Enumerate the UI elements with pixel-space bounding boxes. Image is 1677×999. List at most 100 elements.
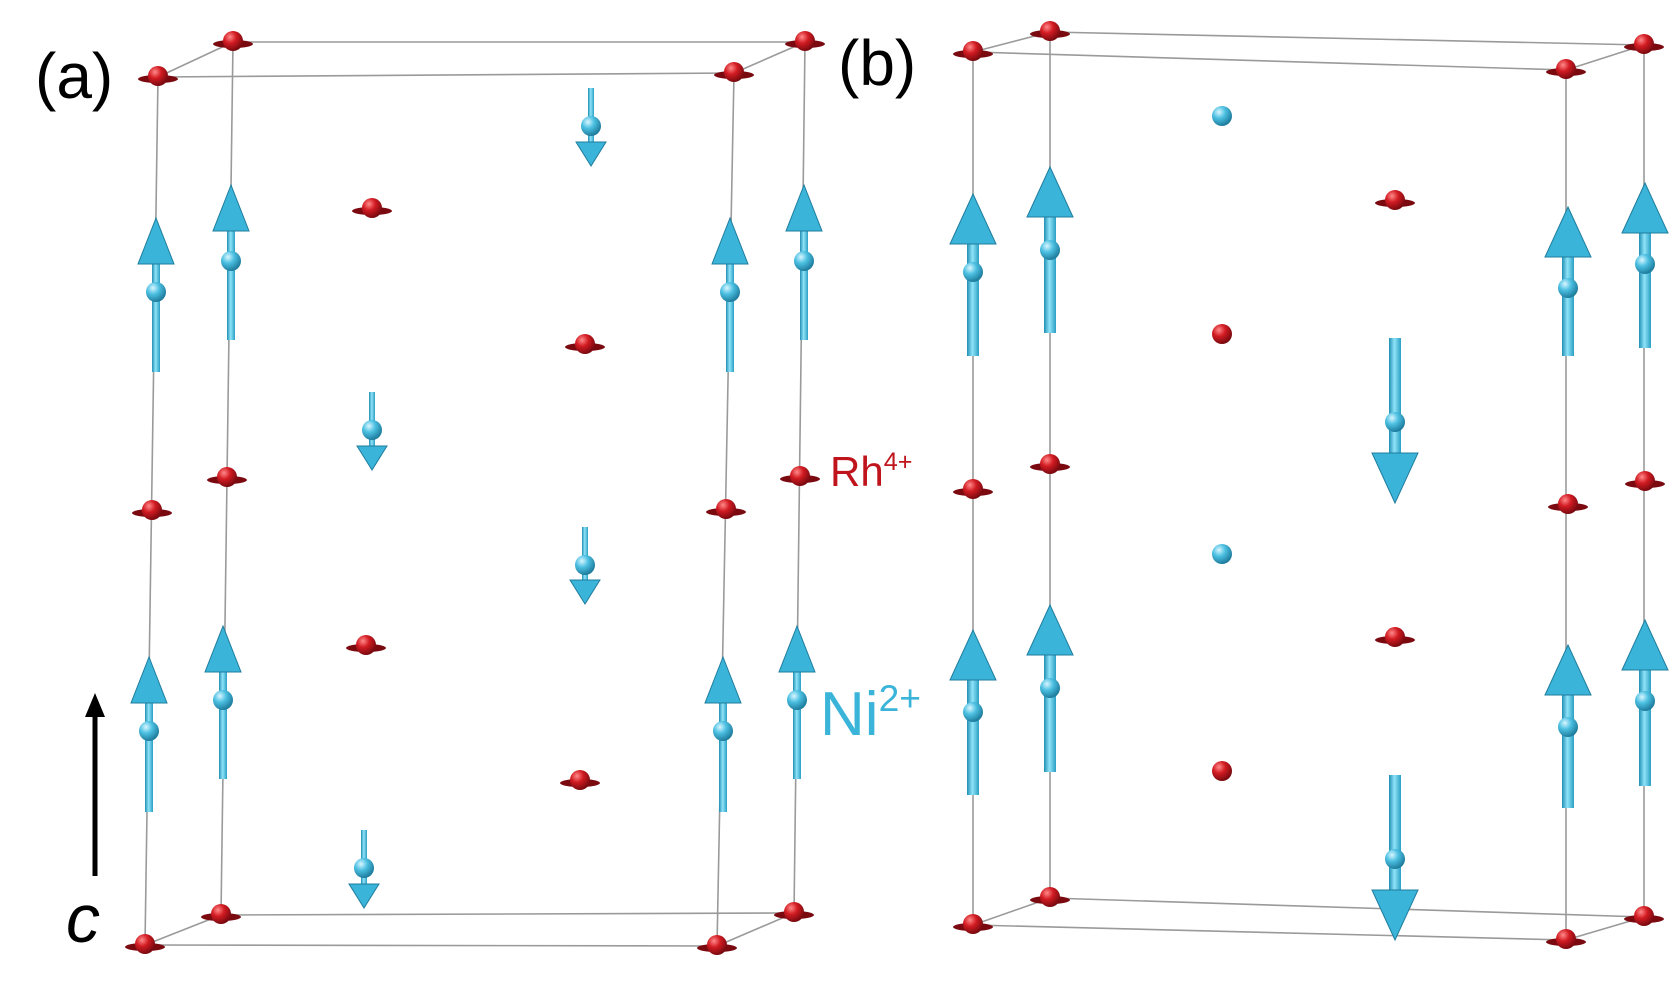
ni-atom <box>794 251 814 271</box>
spin-arrow-head <box>212 183 250 232</box>
spin-arrow-head <box>569 579 601 605</box>
rh-atom-sphere <box>1556 59 1576 79</box>
rh-atom <box>1546 59 1586 79</box>
ni-atom <box>963 262 983 282</box>
ni-atom <box>720 282 740 302</box>
spin-arrow-shaft <box>219 672 227 779</box>
ni-atom <box>713 721 733 741</box>
magnetic-moments <box>130 88 1669 942</box>
spin-arrow-shaft <box>582 527 588 580</box>
rh-atom-sphere <box>795 31 815 51</box>
spin-arrow <box>356 392 388 471</box>
ni-ion-element: Ni <box>820 680 879 749</box>
unit-cell-edge <box>157 41 234 78</box>
rh-atom <box>138 66 178 86</box>
unit-cell-edge <box>716 912 795 947</box>
rh-atom <box>1548 494 1588 514</box>
unit-cell-edge <box>972 51 1567 71</box>
spin-arrow-shaft <box>369 392 375 446</box>
spin-arrow <box>204 624 242 779</box>
rh-atom <box>132 500 172 520</box>
spin-arrow-head <box>356 445 388 471</box>
ni-atom <box>581 116 601 136</box>
ni-atom <box>1040 678 1060 698</box>
ni-atom <box>213 690 233 710</box>
rh-atom <box>1030 454 1070 474</box>
spin-arrow-head <box>1544 643 1592 696</box>
ni-atom <box>1558 717 1578 737</box>
ni-atom <box>963 702 983 722</box>
unit-cell-edge <box>972 924 1567 941</box>
rh-atom-sphere <box>1634 906 1654 926</box>
spin-arrow-head <box>137 216 175 265</box>
rh-atom-sphere <box>575 334 595 354</box>
spin-arrow-shaft <box>1389 775 1401 890</box>
rh-atom <box>785 31 825 51</box>
ni-atom <box>1558 278 1578 298</box>
rh-atom-sphere <box>570 770 590 790</box>
spin-arrow-shaft <box>800 231 808 340</box>
spin-arrow-head <box>711 216 749 265</box>
rh-atom-sphere <box>142 500 162 520</box>
spin-arrow <box>137 216 175 372</box>
rh-atom <box>1212 324 1232 344</box>
spin-arrow-shaft <box>1044 217 1056 333</box>
panel-label-a: (a) <box>35 40 113 112</box>
spin-arrow-shaft <box>227 231 235 340</box>
rh-atom-sphere <box>1556 929 1576 949</box>
spin-arrow-shaft <box>1639 233 1651 348</box>
ni-atom <box>787 690 807 710</box>
rh-atom <box>1625 471 1665 491</box>
c-axis-label: c <box>66 881 100 957</box>
ni-atom <box>146 282 166 302</box>
rh-atom-sphere <box>356 635 376 655</box>
spin-arrow-shaft <box>1389 338 1401 453</box>
unit-cell-edges <box>144 31 1645 947</box>
rh-atom-sphere <box>790 466 810 486</box>
spin-arrow-head <box>778 624 816 673</box>
rh-ion-charge: 4+ <box>884 448 913 476</box>
rh-atom <box>1546 929 1586 949</box>
rh-atom <box>207 467 247 487</box>
unit-cell-edge <box>157 72 735 78</box>
rh-atom <box>201 904 241 924</box>
c-axis-arrow-head <box>85 693 105 717</box>
spin-arrow-head <box>949 192 997 245</box>
rh-atom <box>213 31 253 51</box>
rh-atom-sphere <box>223 31 243 51</box>
spin-arrow <box>785 183 823 340</box>
unit-cell-edge <box>1049 31 1645 46</box>
spin-arrow-shaft <box>1044 655 1056 772</box>
ni-atom <box>362 420 382 440</box>
spin-arrow-shaft <box>719 703 727 812</box>
rh-atom-sphere <box>963 479 983 499</box>
ni-atom <box>1635 254 1655 274</box>
c-axis-indicator: c <box>66 693 105 957</box>
spin-arrow-shaft <box>588 88 594 142</box>
rh-atom <box>780 466 820 486</box>
spin-arrow-shaft <box>967 680 979 795</box>
rh-atom <box>346 635 386 655</box>
ni-ion-charge: 2+ <box>879 677 921 719</box>
rh-atom-sphere <box>1040 887 1060 907</box>
spin-arrow-head <box>1371 889 1419 942</box>
spin-arrow-head <box>785 183 823 232</box>
rh-atom-sphere <box>707 935 727 955</box>
spin-arrow <box>704 655 742 812</box>
spin-arrow <box>348 830 380 909</box>
spin-arrow <box>130 655 168 812</box>
rh-ion-element: Rh <box>830 448 884 495</box>
panel-label-b: (b) <box>838 27 916 99</box>
unit-cell-edge <box>220 912 795 916</box>
ni-atom <box>354 858 374 878</box>
spin-arrow <box>569 527 601 605</box>
rh-atom <box>352 198 392 218</box>
spin-arrow-shaft <box>967 244 979 356</box>
unit-cell-edge <box>1049 897 1645 918</box>
rh-atom <box>774 902 814 922</box>
rh-atom-sphere <box>1385 190 1405 210</box>
rh-atom-sphere <box>716 499 736 519</box>
rh-atom <box>714 62 754 82</box>
